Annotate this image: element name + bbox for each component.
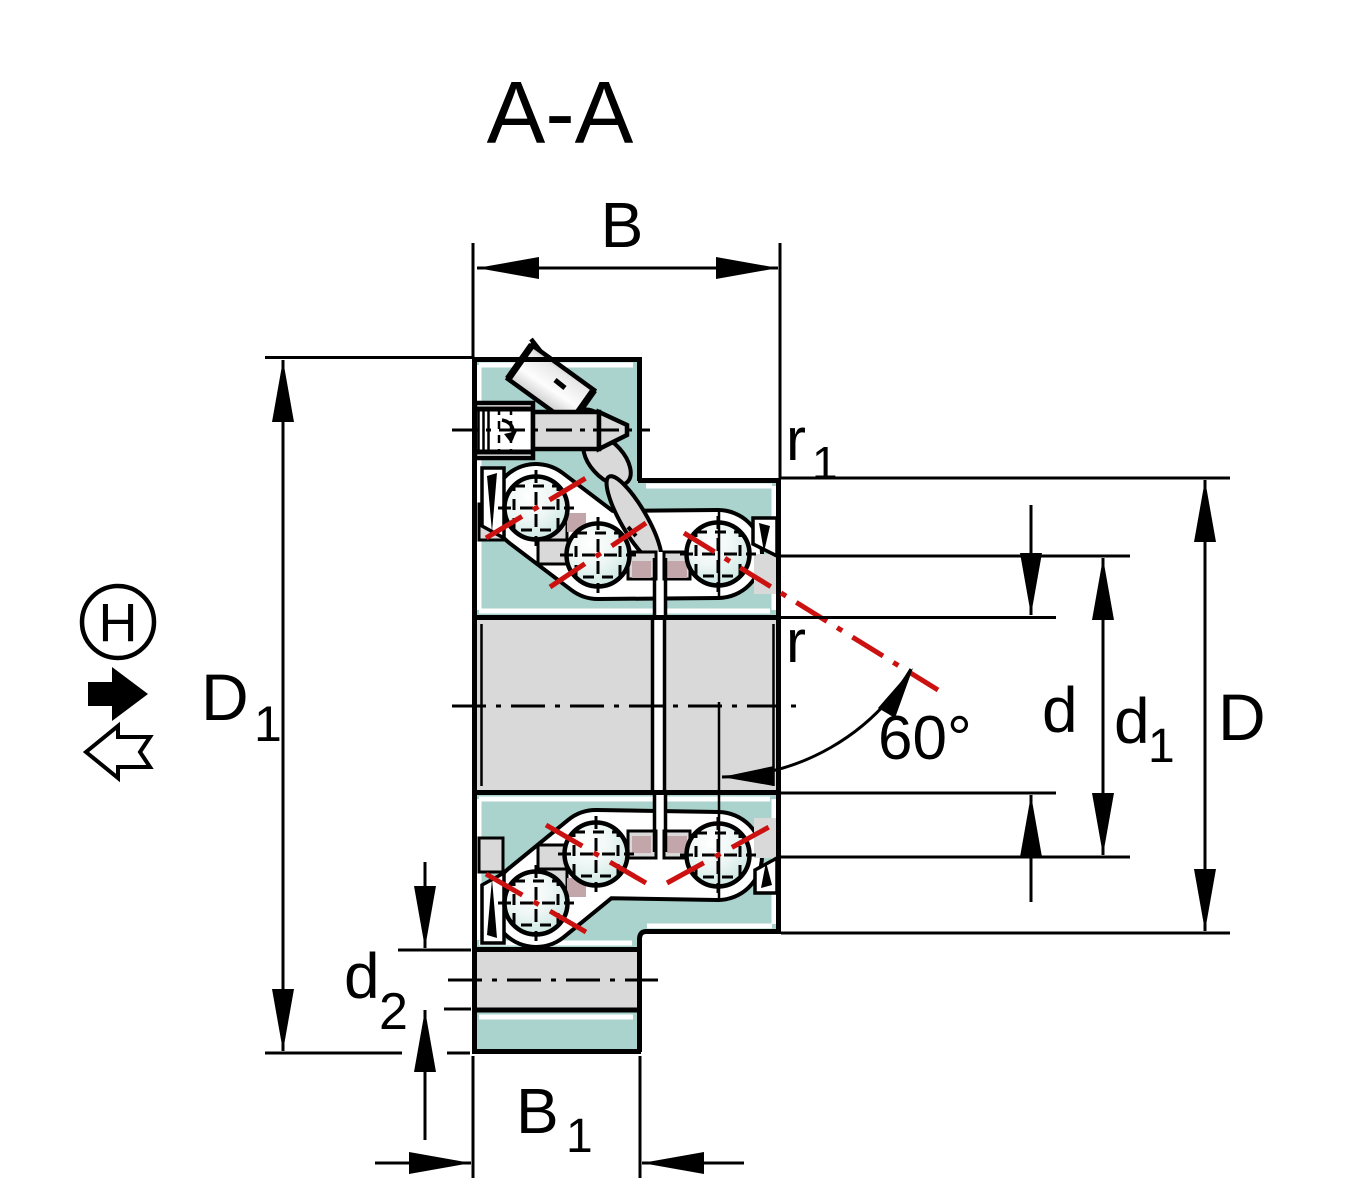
cage-and-spacers-bottom [477, 793, 776, 897]
seal-top-right [751, 516, 779, 559]
label-angle-60: 60° [878, 704, 972, 773]
direction-arrow-right-icon [88, 667, 148, 721]
label-dim-d: d [1042, 674, 1078, 746]
label-dim-D1-sub: 1 [254, 696, 282, 752]
dimension-d1: d 1 [1092, 558, 1175, 855]
seal-top-left [480, 466, 506, 541]
label-dim-B: B [601, 189, 644, 261]
dimension-B1: B 1 [375, 1075, 744, 1174]
label-dim-d1-sub: 1 [1148, 720, 1175, 773]
dimension-B: B [477, 189, 778, 279]
label-dim-r: r [786, 608, 806, 675]
label-dim-B1: B [516, 1075, 559, 1147]
view-indicator-H: H [79, 583, 157, 783]
bearing-cross-section [448, 337, 940, 1054]
label-dim-r1: r [786, 406, 806, 473]
dimension-D: D [1194, 480, 1266, 931]
label-dim-d2: d [344, 940, 380, 1012]
seal-bottom-right [753, 855, 779, 895]
extension-lines [265, 243, 1230, 1178]
label-dim-r1-sub: 1 [812, 437, 838, 489]
label-dim-B1-sub: 1 [566, 1110, 593, 1163]
label-dim-d1: d [1114, 685, 1150, 757]
seal-bottom-left [480, 870, 506, 945]
dimension-d: d [1020, 505, 1078, 902]
dimensions: B D 1 d 2 B 1 [201, 189, 1266, 1178]
label-dim-D1: D [201, 660, 249, 734]
dimension-D1: D 1 [201, 360, 294, 1051]
h-symbol-circle-icon [79, 583, 157, 661]
dimension-d2: d 2 [344, 862, 436, 1140]
label-dim-D: D [1218, 680, 1266, 754]
label-dim-d2-sub: 2 [379, 983, 408, 1041]
direction-arrow-left-icon [82, 721, 154, 783]
label-view-letter: H [99, 593, 138, 653]
contact-angle-annotation: 60° [721, 668, 972, 786]
contact-angle-lines [484, 475, 940, 935]
centerlines [448, 428, 798, 982]
page-title: A-A [487, 63, 634, 162]
